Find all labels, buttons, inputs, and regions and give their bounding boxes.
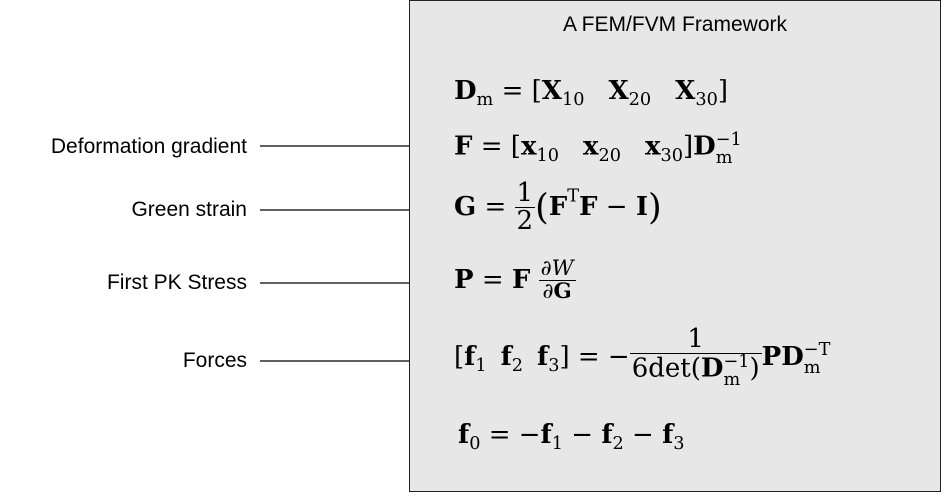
label-green-strain: Green strain: [131, 198, 247, 221]
arrow-green-strain: [260, 205, 431, 215]
label-forces: Forces: [182, 349, 247, 372]
arrow-first-pk-stress: [260, 278, 431, 288]
equation-f0: f0 = −f1 − f2 − f3: [458, 420, 685, 455]
arrow-forces: [260, 356, 431, 366]
panel-title: A FEM/FVM Framework: [562, 13, 788, 36]
arrow-deformation-gradient: [260, 141, 431, 151]
label-deformation-gradient: Deformation gradient: [50, 135, 247, 158]
label-first-pk-stress: First PK Stress: [106, 271, 247, 294]
framework-panel: A FEM/FVM Framework: [409, 0, 941, 492]
equation-first-pk-stress: P = F ∂W∂G: [454, 256, 576, 305]
